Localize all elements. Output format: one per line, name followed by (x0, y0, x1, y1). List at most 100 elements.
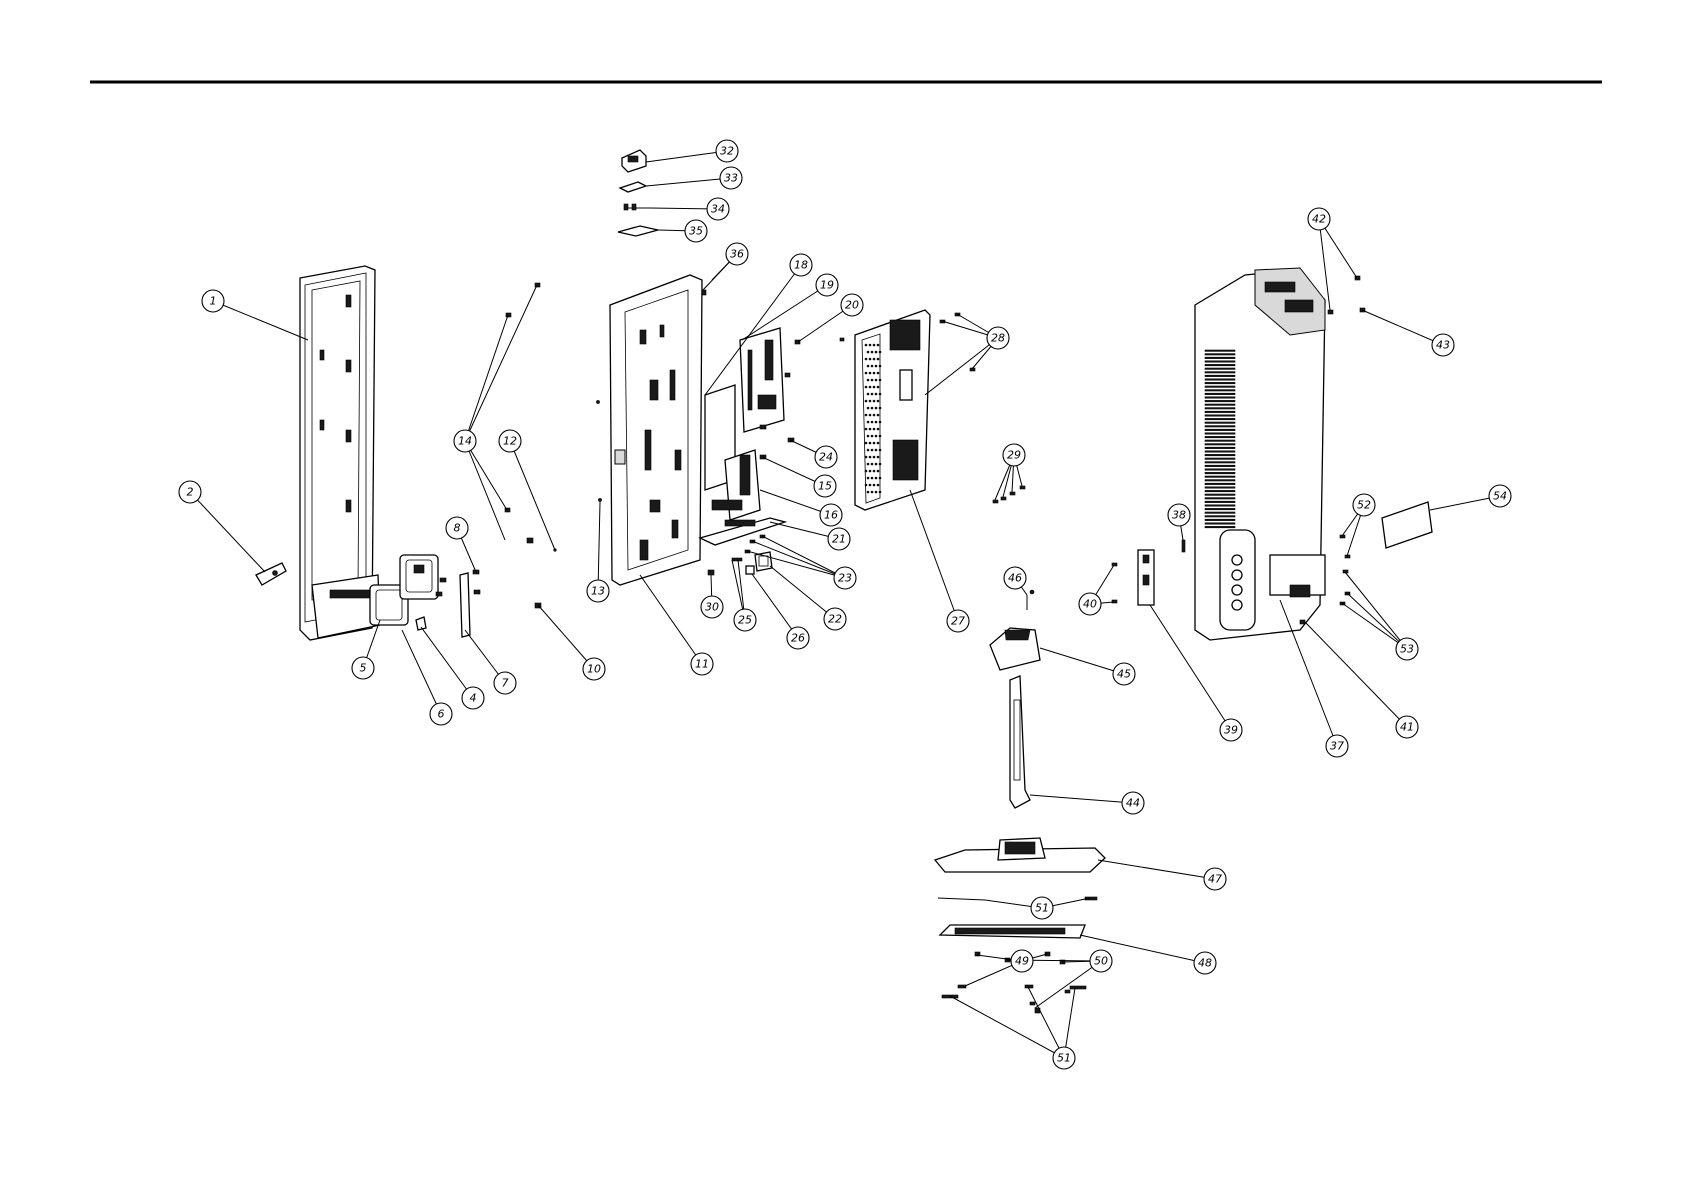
perforation-hole (869, 358, 871, 360)
callout-number: 2 (187, 486, 194, 499)
callout-49: 49 (1011, 950, 1033, 972)
perforation-hole (875, 435, 877, 437)
callout-51: 51 (1053, 1047, 1075, 1069)
vent-slot (1205, 433, 1235, 434)
perforation-hole (869, 484, 871, 486)
callout-number: 43 (1436, 339, 1450, 352)
callout-36: 36 (726, 243, 748, 265)
perforation-hole (877, 358, 879, 360)
callout-29: 29 (1003, 444, 1025, 466)
part-back-shield (840, 310, 975, 510)
leader-line-28-0-3 (925, 338, 998, 395)
vent-slot (1205, 354, 1235, 355)
callout-number: 49 (1015, 955, 1029, 968)
leader-line-19-0-0 (742, 285, 827, 340)
callout-number: 45 (1117, 668, 1131, 681)
callout-25: 25 (734, 609, 756, 631)
callout-number: 12 (503, 435, 517, 448)
callout-number: 8 (454, 522, 461, 535)
vent-slot (1205, 458, 1235, 459)
part-stand-base (935, 838, 1105, 872)
perforation-hole (875, 477, 877, 479)
perforation-hole (877, 442, 879, 444)
callout-54: 54 (1489, 485, 1511, 507)
callout-number: 16 (824, 509, 838, 522)
callout-51-1: 51 (1031, 897, 1053, 919)
perforation-hole (877, 372, 879, 374)
vent-slot (1205, 462, 1235, 463)
vent-slot (1205, 476, 1235, 477)
perforation-hole (865, 442, 867, 444)
callout-number: 41 (1400, 721, 1414, 734)
part-main-boards (702, 290, 800, 520)
vent-slot (1205, 426, 1235, 427)
part-back-cover (1195, 268, 1325, 640)
perforation-hole (873, 428, 875, 430)
leader-line-53-0-0 (1345, 572, 1407, 649)
vent-slot (1205, 451, 1235, 452)
leader-line-22-0-0 (770, 566, 835, 619)
vent-slot (1205, 516, 1235, 517)
callout-number: 35 (689, 225, 703, 238)
callout-number: 30 (705, 601, 719, 614)
vent-slot (1205, 379, 1235, 380)
callout-number: 52 (1357, 499, 1371, 512)
perforation-hole (871, 491, 873, 493)
leader-line-50-0-1 (1035, 961, 1101, 1008)
vent-slot (1205, 483, 1235, 484)
vent-slot (1205, 472, 1235, 473)
callout-number: 34 (711, 203, 725, 216)
leader-line-43-0-0 (1362, 310, 1443, 345)
vent-slot (1205, 498, 1235, 499)
callout-47: 47 (1204, 868, 1226, 890)
perforation-hole (867, 477, 869, 479)
perforation-hole (865, 428, 867, 430)
part-stand-neck (990, 590, 1040, 808)
callout-46: 46 (1004, 567, 1026, 589)
vent-slot (1205, 526, 1235, 527)
callout-2: 2 (179, 481, 201, 503)
perforation-hole (879, 449, 881, 451)
callout-number: 50 (1094, 955, 1108, 968)
leader-line-53-0-2 (1342, 603, 1407, 649)
callout-number: 21 (832, 533, 846, 546)
perforation-hole (871, 365, 873, 367)
callout-28: 28 (987, 327, 1009, 349)
perforation-hole (871, 477, 873, 479)
perforation-hole (865, 358, 867, 360)
perforation-hole (867, 351, 869, 353)
vent-slot (1205, 375, 1235, 376)
vent-slot (1205, 523, 1235, 524)
callout-number: 6 (438, 708, 445, 721)
vent-slot (1205, 390, 1235, 391)
perforation-hole (869, 456, 871, 458)
callout-number: 37 (1330, 740, 1344, 753)
callout-24: 24 (815, 446, 837, 468)
callout-number: 38 (1172, 509, 1186, 522)
perforation-hole (867, 491, 869, 493)
vent-slot (1205, 454, 1235, 455)
perforation-hole (875, 421, 877, 423)
perforation-hole (867, 421, 869, 423)
callout-number: 47 (1208, 873, 1222, 886)
leader-line-13-0-0 (598, 502, 600, 591)
perforation-hole (869, 428, 871, 430)
vent-slot (1205, 382, 1235, 383)
leader-line-44-0-0 (1030, 795, 1133, 803)
perforation-hole (869, 470, 871, 472)
callout-number: 15 (818, 480, 832, 493)
perforation-hole (875, 393, 877, 395)
perforation-hole (865, 414, 867, 416)
callout-number: 22 (828, 613, 842, 626)
leader-line-32-0-0 (646, 151, 727, 162)
callout-number: 7 (502, 677, 509, 690)
vent-slot (1205, 386, 1235, 387)
leader-line-2-0-0 (190, 492, 265, 572)
leader-line-6-0-0 (402, 630, 441, 714)
perforation-hole (879, 435, 881, 437)
perforation-hole (877, 400, 879, 402)
callout-7: 7 (494, 672, 516, 694)
leader-line-12-0-0 (510, 441, 555, 550)
callout-18: 18 (790, 254, 812, 276)
